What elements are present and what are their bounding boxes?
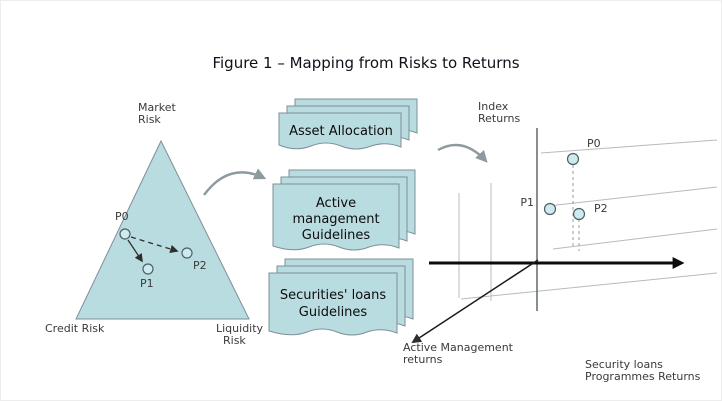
document-stack-active-management: Active management Guidelines: [272, 169, 416, 251]
triangle-point-p2: [181, 247, 193, 259]
index-returns-label-line1: Index: [478, 100, 509, 113]
triangle-shape: [75, 139, 250, 320]
market-risk-label-line1: Market: [138, 101, 176, 114]
risk-triangle: Market Risk Credit Risk Liquidity Risk P…: [45, 101, 264, 347]
doc-label-securities-line2: Guidelines: [299, 305, 368, 320]
triangle-point-p2-label: P2: [193, 259, 207, 272]
security-loans-label-line1: Security loans: [585, 358, 663, 371]
doc-label-active-line3: Guidelines: [302, 228, 371, 243]
doc-label-active-line1: Active: [316, 196, 356, 211]
curved-arrow-documents-to-chart-icon: [437, 143, 488, 163]
active-management-axis: [411, 259, 539, 344]
active-management-label-line2: returns: [403, 353, 443, 366]
grid-line: [540, 139, 718, 154]
triangle-point-p1-label: P1: [140, 277, 154, 290]
liquidity-risk-label-line2: Risk: [223, 334, 246, 347]
document-stack-asset-allocation: Asset Allocation: [278, 98, 418, 150]
document-stack-securities-loans: Securities' loans Guidelines: [268, 258, 414, 336]
triangle-point-p0-label: P0: [115, 210, 129, 223]
triangle-point-p0: [119, 228, 131, 240]
chart-point-p0: [566, 152, 580, 166]
chart-point-p2-label: P2: [594, 202, 608, 215]
figure-title: Figure 1 – Mapping from Risks to Returns: [212, 54, 519, 72]
grid-line: [552, 228, 718, 250]
grid-line: [547, 186, 718, 207]
index-returns-label-line2: Returns: [478, 112, 521, 125]
doc-label-active-line2: management: [292, 212, 379, 227]
returns-chart: P0 P1 P2 Index Returns Active Management…: [403, 100, 718, 383]
liquidity-risk-label-line1: Liquidity: [216, 322, 264, 335]
chart-point-p2: [572, 207, 586, 221]
doc-label-securities-line1: Securities' loans: [280, 288, 387, 303]
dashed-arrow-p0-to-p2: [130, 236, 179, 254]
chart-point-p1: [543, 202, 557, 216]
security-loans-label-line2: Programmes Returns: [585, 370, 701, 383]
chart-point-p0-label: P0: [587, 137, 601, 150]
chart-point-p1-label: P1: [520, 196, 534, 209]
market-risk-label-line2: Risk: [138, 113, 161, 126]
page-front: [268, 272, 398, 336]
page-front: [272, 183, 400, 251]
curved-arrow-triangle-to-documents-icon: [203, 168, 267, 196]
credit-risk-label: Credit Risk: [45, 322, 105, 335]
triangle-point-p1: [142, 263, 154, 275]
doc-label-asset-allocation: Asset Allocation: [289, 124, 393, 139]
active-management-label-line1: Active Management: [403, 341, 514, 354]
page-front: [278, 112, 402, 150]
grid-line: [460, 272, 718, 300]
arrow-p0-to-p1: [127, 239, 143, 263]
